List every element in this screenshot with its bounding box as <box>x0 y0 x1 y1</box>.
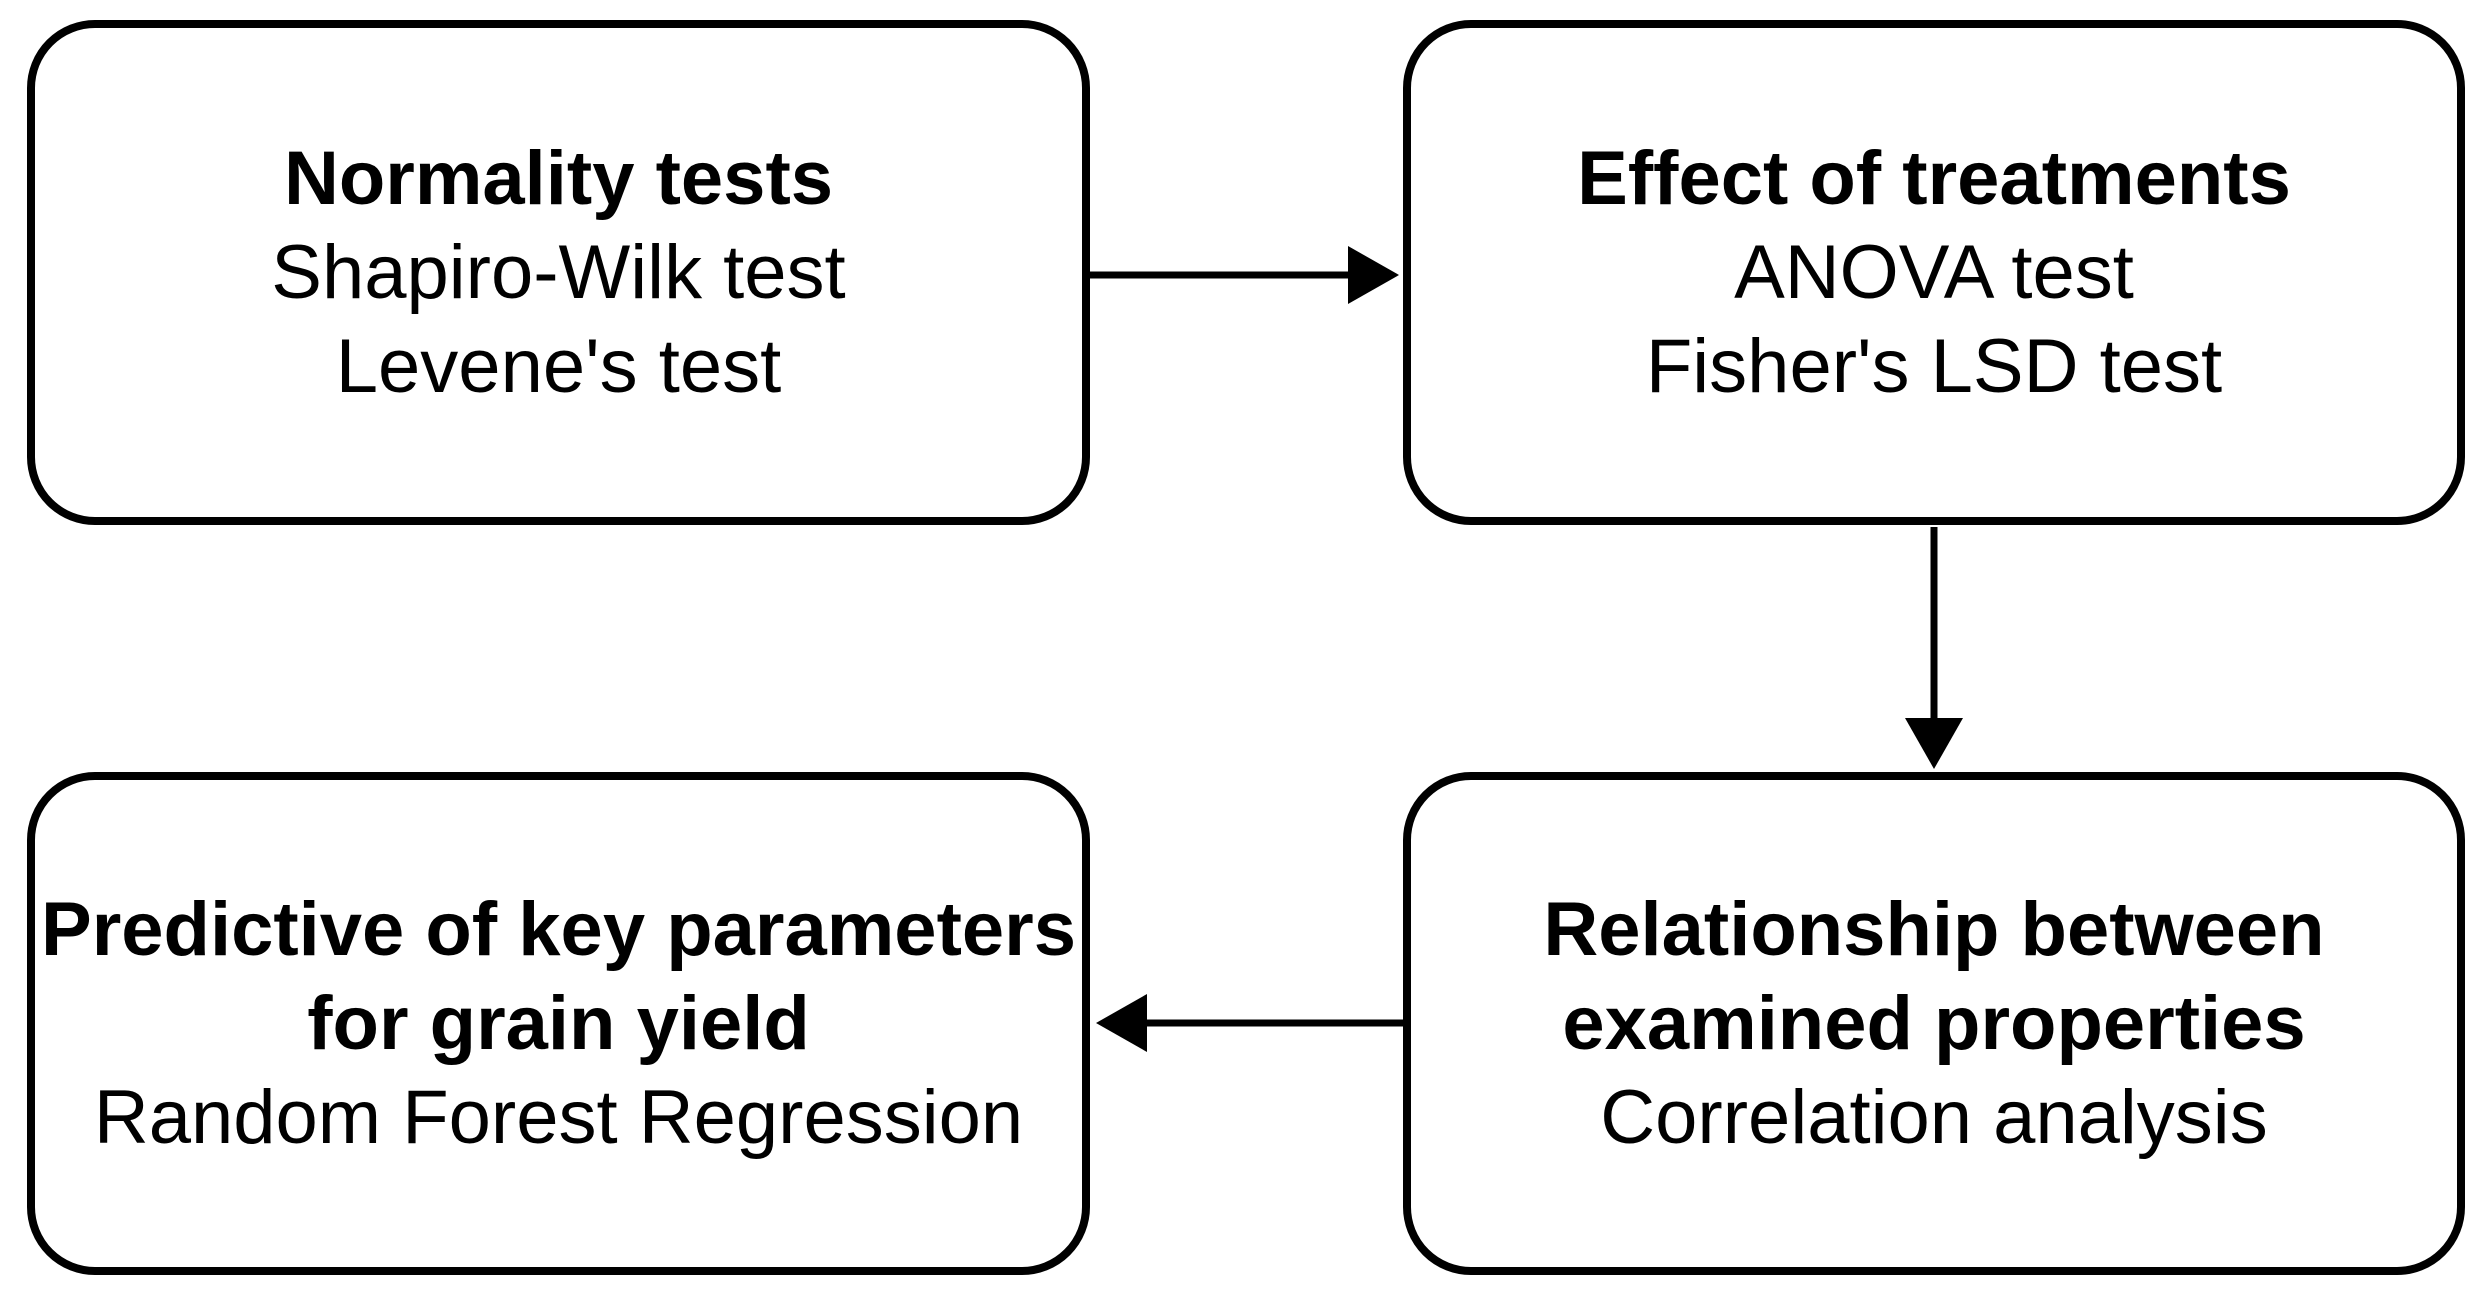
node-body-line: Correlation analysis <box>1600 1074 2268 1160</box>
node-title: for grain yield <box>307 980 810 1066</box>
node-title: examined properties <box>1562 980 2306 1066</box>
arrow-relationship-to-predictive-icon <box>1096 994 1403 1052</box>
node-body-line: ANOVA test <box>1734 229 2134 315</box>
node-predictive-of-key-parameters: Predictive of key parameters for grain y… <box>27 772 1090 1275</box>
node-title: Normality tests <box>283 135 834 221</box>
node-normality-tests: Normality tests Shapiro-Wilk test Levene… <box>27 20 1090 525</box>
node-body-line: Fisher's LSD test <box>1645 323 2223 409</box>
node-body-line: Shapiro-Wilk test <box>271 229 846 315</box>
node-title: Predictive of key parameters <box>41 886 1076 972</box>
arrow-normality-to-effect-icon <box>1090 246 1399 304</box>
node-title: Relationship between <box>1543 886 2325 972</box>
node-body-line: Random Forest Regression <box>93 1074 1024 1160</box>
node-relationship-between-examined-properties: Relationship between examined properties… <box>1403 772 2465 1275</box>
node-title: Effect of treatments <box>1577 135 2291 221</box>
node-body-line: Levene's test <box>335 323 782 409</box>
node-effect-of-treatments: Effect of treatments ANOVA test Fisher's… <box>1403 20 2465 525</box>
arrow-effect-to-relationship-icon <box>1905 527 1963 769</box>
